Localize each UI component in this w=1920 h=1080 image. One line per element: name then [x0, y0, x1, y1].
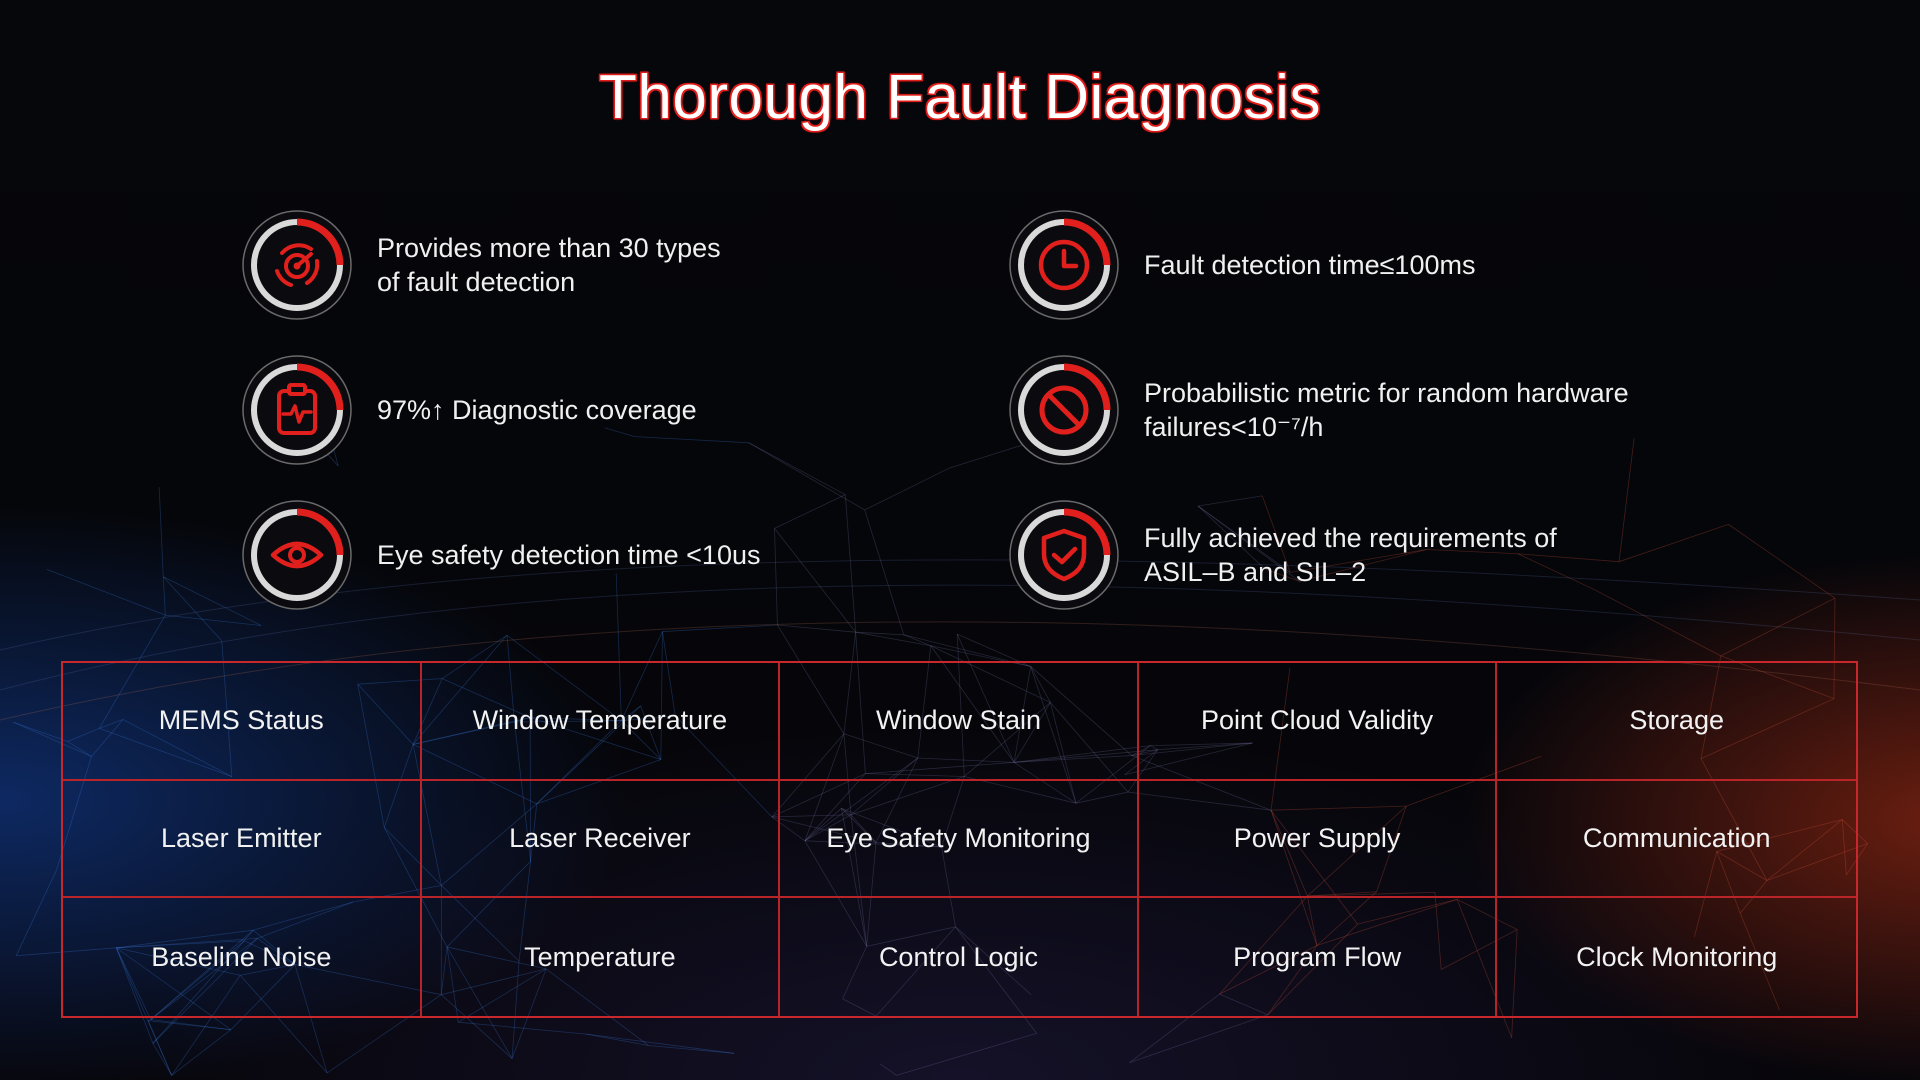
feature-line: ASIL–B and SIL–2 [1144, 557, 1367, 587]
diagnostics-grid: MEMS Status Window Temperature Window St… [61, 661, 1858, 1018]
grid-cell: Power Supply [1138, 780, 1498, 899]
grid-cell: Communication [1497, 781, 1856, 899]
feature-line: of fault detection [377, 267, 576, 297]
feature-coverage: 97%↑ Diagnostic coverage [241, 354, 961, 466]
grid-cell: Clock Monitoring [1576, 941, 1778, 972]
grid-cell: Control Logic [780, 898, 1139, 1016]
feature-fault-types: Provides more than 30 types of fault det… [241, 209, 961, 321]
eye-icon [241, 499, 353, 611]
grid-cell: Point Cloud Validity [1138, 663, 1498, 781]
feature-line: Provides more than 30 types [377, 233, 721, 263]
feature-line: 97%↑ Diagnostic coverage [377, 395, 697, 425]
clipboard-pulse-icon [241, 354, 353, 466]
feature-text: Fully achieved the requirements of ASIL–… [1144, 521, 1557, 589]
feature-line: Eye safety detection time <10us [377, 540, 761, 570]
feature-detection-time: Fault detection time≤100ms [1008, 209, 1728, 321]
feature-line: Fault detection time≤100ms [1144, 250, 1476, 280]
feature-text: 97%↑ Diagnostic coverage [377, 393, 697, 427]
feature-eye-safety: Eye safety detection time <10us [241, 499, 961, 611]
feature-asil-sil: Fully achieved the requirements of ASIL–… [1008, 499, 1728, 611]
feature-text: Fault detection time≤100ms [1144, 248, 1475, 282]
feature-text: Probabilistic metric for random hardware… [1144, 376, 1629, 444]
shield-check-icon [1008, 499, 1120, 611]
feature-text: Provides more than 30 types of fault det… [377, 231, 721, 299]
grid-cell: Program Flow [1139, 898, 1498, 1016]
radar-scan-icon [241, 209, 353, 321]
feature-text: Eye safety detection time <10us [377, 538, 760, 572]
feature-line: failures<10⁻⁷/h [1144, 412, 1324, 442]
page-title: Thorough Fault Diagnosis [599, 63, 1321, 132]
grid-cell: Temperature [422, 898, 781, 1016]
grid-cell: Window Temperature [421, 663, 781, 781]
grid-cell: Laser Emitter [63, 780, 422, 899]
feature-hardware-metric: Probabilistic metric for random hardware… [1008, 354, 1728, 466]
grid-cell: Baseline Noise [63, 898, 422, 1016]
feature-line: Fully achieved the requirements of [1144, 523, 1557, 553]
grid-cell: Laser Receiver [421, 780, 781, 899]
feature-line: Probabilistic metric for random hardware [1144, 378, 1629, 408]
grid-cell: Storage [1497, 663, 1856, 781]
prohibited-icon [1008, 354, 1120, 466]
clock-icon [1008, 209, 1120, 321]
grid-cell: Eye Safety Monitoring [780, 780, 1139, 899]
grid-cell: Window Stain [780, 663, 1139, 781]
grid-cell: MEMS Status [63, 663, 422, 781]
